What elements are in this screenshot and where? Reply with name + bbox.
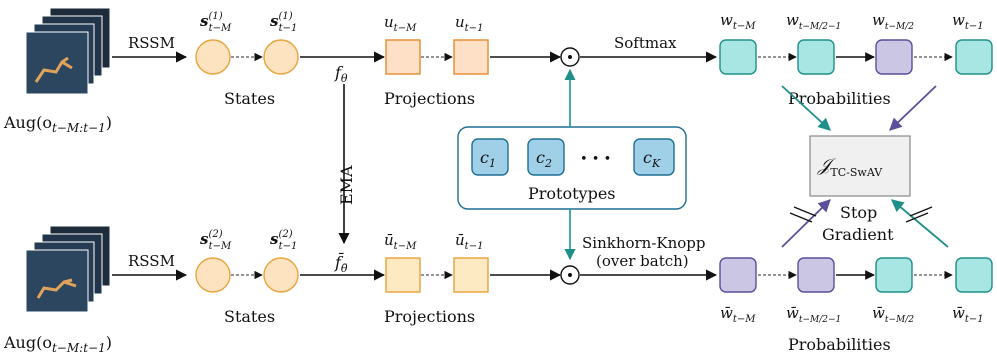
bottom-prob-node-2 xyxy=(797,257,835,293)
bottom-proj-fn: f̄θ̄ xyxy=(334,251,348,275)
bottom-proj-label-1: ūt−M xyxy=(384,231,417,252)
top-state-node-1 xyxy=(195,39,231,75)
prototype-node-2 xyxy=(527,138,565,176)
bottom-prob-node-1 xyxy=(719,257,757,293)
top-input-label: Aug(o xyxy=(3,113,52,132)
top-proj-label-2: ut−1 xyxy=(455,13,483,34)
bottom-prob-label-4: w̄t−1 xyxy=(952,304,984,325)
top-prob-label-3: wt−M/2 xyxy=(872,11,914,32)
prototypes-box xyxy=(457,126,687,210)
bottom-image-stack xyxy=(25,225,111,313)
top-prob-node-4 xyxy=(955,39,993,75)
prototype-label-k: cK xyxy=(643,148,661,170)
bottom-prob-label-1: w̄t−M xyxy=(720,304,756,325)
top-states-caption: States xyxy=(224,89,275,108)
top-proj-fn: fθ xyxy=(334,63,348,85)
top-image-stack xyxy=(25,7,111,95)
bottom-state-node-2 xyxy=(263,257,299,293)
bottom-prob-label-2: w̄t−M/2−1 xyxy=(786,304,841,325)
loss-box xyxy=(809,135,911,197)
prototype-label-1: c1 xyxy=(480,148,496,170)
prototype-node-k xyxy=(633,138,675,176)
top-state-node-2 xyxy=(263,39,299,75)
bottom-proj-label-2: ūt−1 xyxy=(455,231,483,252)
bottom-states-caption: States xyxy=(224,307,275,326)
prototype-ellipsis: • • • xyxy=(580,152,611,167)
top-op-label: Softmax xyxy=(614,34,677,52)
top-prob-label-1: wt−M xyxy=(720,11,756,32)
bottom-input-close: ) xyxy=(106,333,112,352)
prototype-label-2: c2 xyxy=(536,148,552,170)
top-projection-node-1 xyxy=(385,39,421,75)
top-prob-node-1 xyxy=(719,39,757,75)
bottom-state-node-1 xyxy=(195,257,231,293)
top-state-label-2: s(1)t−1 xyxy=(270,11,297,34)
top-input-close: ) xyxy=(106,113,112,132)
bottom-prob-node-3 xyxy=(875,257,913,293)
bottom-projection-node-2 xyxy=(453,257,489,293)
svg-text:Aug(ot−M:t−1): Aug(ot−M:t−1) xyxy=(3,113,112,135)
top-probabilities-caption: Probabilities xyxy=(788,89,891,108)
top-prob-label-2: wt−M/2−1 xyxy=(786,11,841,32)
bottom-projection-node-1 xyxy=(385,257,421,293)
bottom-input-sub: t−M:t−1 xyxy=(52,341,106,355)
bottom-prob-node-4 xyxy=(955,257,993,293)
top-state-label-1: s(1)t−M xyxy=(200,11,232,34)
prototypes-caption: Prototypes xyxy=(528,184,616,203)
top-projection-node-2 xyxy=(453,39,489,75)
stop-gradient-label-2: Gradient xyxy=(822,225,894,244)
top-encoder-label: RSSM xyxy=(128,34,175,52)
prototype-node-1 xyxy=(471,138,509,176)
bottom-state-label-2: s(2)t−1 xyxy=(270,229,297,252)
top-prob-node-3 xyxy=(875,39,913,75)
top-projections-caption: Projections xyxy=(384,89,475,108)
svg-text:Aug(ot−M:t−1): Aug(ot−M:t−1) xyxy=(3,333,112,355)
bottom-op-label-1: Sinkhorn-Knopp xyxy=(582,234,706,252)
top-prob-label-4: wt−1 xyxy=(952,11,984,32)
bottom-probabilities-caption: Probabilities xyxy=(788,335,891,354)
bottom-state-label-1: s(2)t−M xyxy=(200,229,232,252)
bottom-op-label-2: (over batch) xyxy=(596,252,689,270)
top-proj-label-1: ut−M xyxy=(384,13,417,34)
bottom-input-label: Aug(o xyxy=(3,333,52,352)
top-input-sub: t−M:t−1 xyxy=(52,121,106,135)
stop-gradient-label-1: Stop xyxy=(840,203,877,222)
bottom-encoder-label: RSSM xyxy=(128,252,175,270)
bottom-prob-label-3: w̄t−M/2 xyxy=(872,304,914,325)
bottom-projections-caption: Projections xyxy=(384,307,475,326)
ema-label: EMA xyxy=(337,165,356,205)
top-prob-node-2 xyxy=(797,39,835,75)
